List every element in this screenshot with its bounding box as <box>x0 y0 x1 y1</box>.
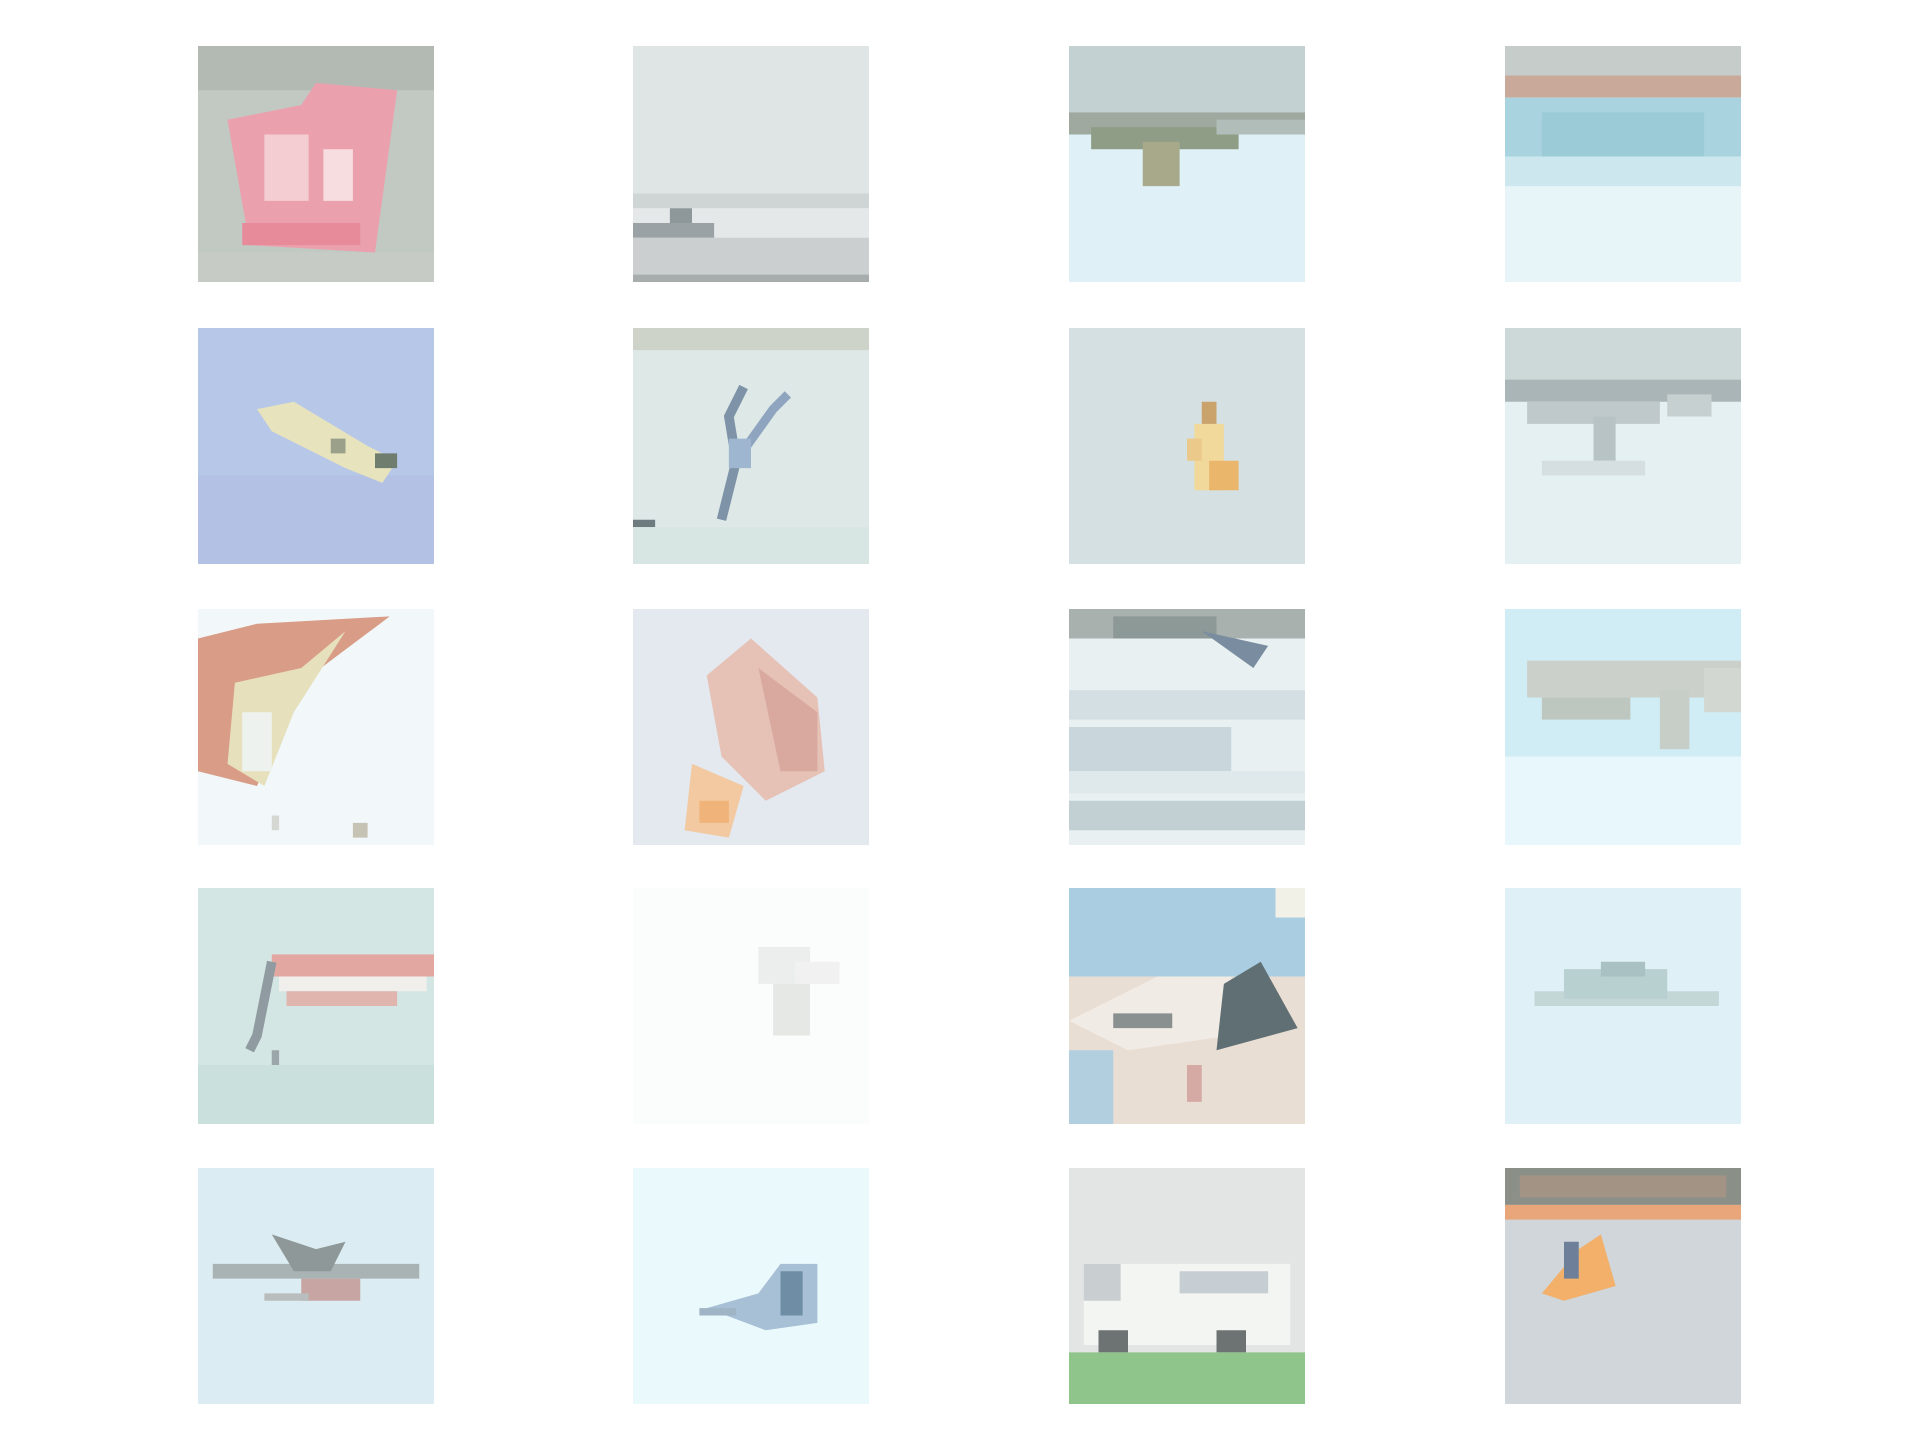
image-tile-r3c1 <box>198 609 434 845</box>
image-tile-r1c1 <box>198 46 434 282</box>
image-tile-r3c3 <box>1069 609 1305 845</box>
image-tile-r4c4 <box>1505 888 1741 1124</box>
image-tile-r3c4 <box>1505 609 1741 845</box>
image-tile-r2c3 <box>1069 328 1305 564</box>
image-tile-r5c2 <box>633 1168 869 1404</box>
image-tile-r5c1 <box>198 1168 434 1404</box>
image-tile-r3c2 <box>633 609 869 845</box>
image-tile-r4c3 <box>1069 888 1305 1124</box>
image-tile-r1c3 <box>1069 46 1305 282</box>
image-tile-r4c2 <box>633 888 869 1124</box>
image-tile-r5c4 <box>1505 1168 1741 1404</box>
image-tile-r2c2 <box>633 328 869 564</box>
image-tile-r5c3 <box>1069 1168 1305 1404</box>
image-tile-r2c4 <box>1505 328 1741 564</box>
image-tile-r1c2 <box>633 46 869 282</box>
image-tile-r2c1 <box>198 328 434 564</box>
image-tile-r4c1 <box>198 888 434 1124</box>
image-tile-r1c4 <box>1505 46 1741 282</box>
